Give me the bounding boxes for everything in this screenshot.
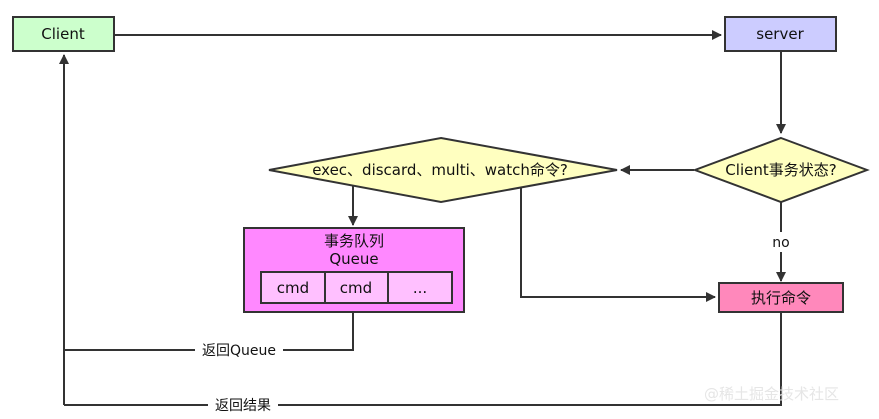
execute-box	[718, 282, 844, 313]
client-label: Client	[41, 25, 85, 43]
server-node: server	[724, 16, 837, 52]
client-node: Client	[12, 16, 115, 52]
watermark-text: @稀土掘金技术社区	[704, 385, 839, 403]
edge-queue-return-left	[283, 313, 354, 351]
client-state-decision: Client事务状态?	[692, 136, 870, 204]
transaction-queue-title: 事务队列	[324, 232, 384, 250]
edge-command-check-to-execute	[520, 186, 716, 302]
queue-cell-2	[324, 271, 389, 304]
client-box	[12, 16, 115, 52]
edge-queue-return-to-client	[59, 54, 195, 351]
edge-label-no: no	[772, 235, 789, 251]
command-check-decision: exec、discard、multi、watch命令?	[268, 136, 618, 204]
edge-execute-return-right	[278, 312, 782, 406]
client-state-diamond	[692, 136, 870, 204]
queue-cell-2-label: cmd	[340, 279, 372, 297]
queue-cell-3-label: ...	[413, 279, 427, 297]
server-box	[724, 16, 837, 52]
transaction-queue-node: 事务队列 Queue cmd cmd ...	[243, 227, 465, 313]
client-state-label: Client事务状态?	[725, 161, 836, 179]
execute-label: 执行命令	[751, 289, 811, 307]
transaction-queue-subtitle: Queue	[329, 250, 378, 268]
server-label: server	[756, 25, 804, 43]
edge-label-return-result: 返回结果	[215, 398, 271, 414]
execute-node: 执行命令	[718, 282, 844, 313]
edges	[59, 30, 786, 406]
command-check-diamond	[268, 136, 618, 204]
queue-cell-3	[387, 271, 453, 304]
command-check-label: exec、discard、multi、watch命令?	[312, 161, 568, 179]
edge-label-return-queue: 返回Queue	[202, 343, 276, 359]
queue-cell-1-label: cmd	[277, 279, 309, 297]
